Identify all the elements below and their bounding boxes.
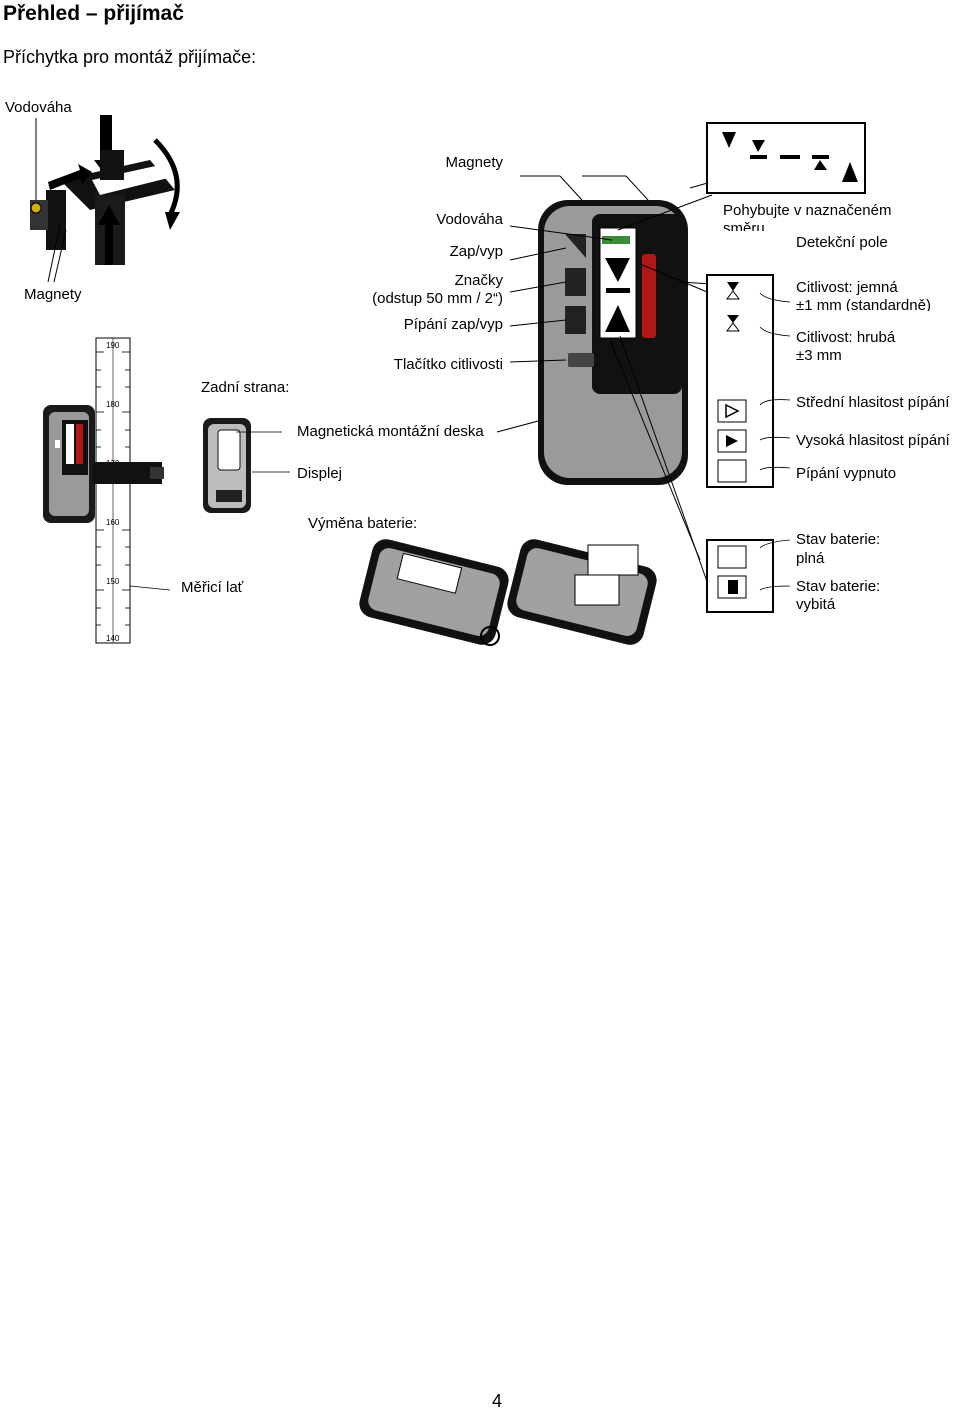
beep-onoff-label: Pípání zap/vyp: [403, 316, 503, 333]
rod-tick-label: 160: [106, 518, 120, 527]
battery-change-drawings: [359, 539, 657, 646]
detection-field-label: Detekční pole: [796, 234, 888, 251]
battery-full-label: Stav baterie:: [796, 531, 881, 548]
front-level-label: Vodováha: [436, 211, 503, 228]
battery-change-label: Výměna baterie:: [308, 515, 418, 532]
rear-side-label: Zadní strana:: [201, 379, 290, 396]
move-direction-label: Pohybujte v naznačeném: [723, 202, 892, 219]
sensitivity-coarse-value: ±3 mm: [796, 347, 842, 364]
marks-label: Značky: [454, 272, 503, 289]
volume-high-label: Vysoká hlasitost pípání: [796, 432, 950, 449]
move-direction-label-2: směru: [723, 220, 765, 231]
marks-spacing-label: (odstup 50 mm / 2“): [372, 290, 503, 307]
sensitivity-fine-value: ±1 mm (standardně): [796, 297, 931, 311]
battery-full-value: plná: [796, 550, 825, 567]
sensitivity-coarse-label: Citlivost: hrubá: [796, 329, 896, 346]
measuring-rod-label: Měřicí lať: [181, 579, 244, 596]
receiver-on-rod: [43, 405, 164, 523]
rod-tick-label: 140: [106, 634, 120, 643]
receiver-rear-view: [203, 418, 290, 513]
rod-tick-label: 150: [106, 577, 120, 586]
page-number: 4: [492, 1391, 503, 1411]
bracket-magnets-label: Magnety: [24, 286, 82, 303]
display-legend-panel: [706, 122, 866, 613]
sensitivity-button-label: Tlačítko citlivosti: [393, 356, 503, 373]
front-magnets-label: Magnety: [445, 154, 503, 171]
battery-low-label: Stav baterie:: [796, 578, 881, 595]
measuring-rod: 190 180 170 160 150 140: [95, 337, 171, 644]
rod-tick-label: 180: [106, 400, 120, 409]
beep-off-label: Pípání vypnuto: [796, 465, 897, 482]
section-subtitle: Příchytka pro montáž přijímače:: [3, 47, 257, 67]
sensitivity-fine-label: Citlivost: jemná: [796, 279, 898, 296]
mount-plate-label: Magnetická montážní deska: [297, 423, 484, 440]
onoff-label: Zap/vyp: [449, 243, 503, 260]
page-title: Přehled – přijímač: [3, 2, 184, 25]
volume-medium-label: Střední hlasitost pípání: [796, 394, 950, 411]
bracket-level-label: Vodováha: [5, 99, 72, 116]
rod-tick-label: 190: [106, 341, 120, 350]
receiver-front-view: [496, 175, 719, 591]
display-label: Displej: [297, 465, 343, 482]
receiver-overview-illustration: 190 180 170 160 150 140: [30, 115, 866, 646]
battery-low-value: vybitá: [796, 596, 836, 613]
bracket-drawing: [30, 115, 180, 283]
